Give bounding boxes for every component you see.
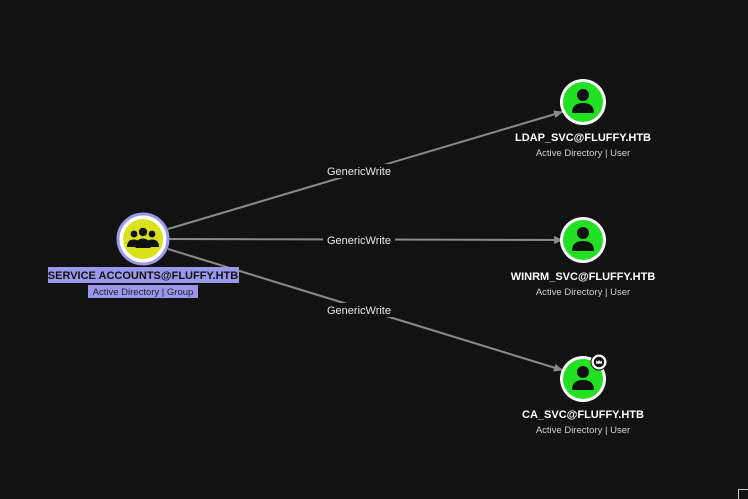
resize-handle[interactable]	[738, 489, 748, 499]
edge-label: GenericWrite	[327, 166, 391, 178]
crown-icon	[590, 353, 608, 371]
node-subtitle: Active Directory | User	[536, 148, 630, 159]
node-name: WINRM_SVC@FLUFFY.HTB	[511, 271, 656, 283]
edge-label: GenericWrite	[327, 305, 391, 317]
node-name: CA_SVC@FLUFFY.HTB	[522, 409, 644, 421]
users-group-icon	[127, 227, 159, 248]
node-subtitle-highlight	[88, 285, 198, 298]
node-subtitle: Active Directory | Group	[93, 287, 194, 298]
user-icon	[572, 89, 594, 113]
user-icon	[572, 227, 594, 251]
node-circle	[563, 82, 603, 122]
node-name: SERVICE ACCOUNTS@FLUFFY.HTB	[48, 270, 238, 282]
edge-generic-write-winrm[interactable]: GenericWrite	[167, 233, 563, 247]
node-ldap-svc-user[interactable]: LDAP_SVC@FLUFFY.HTB Active Directory | U…	[515, 79, 651, 159]
node-name: LDAP_SVC@FLUFFY.HTB	[515, 132, 651, 144]
edge-generic-write-ldap[interactable]: GenericWrite	[167, 110, 563, 230]
node-circle	[563, 220, 603, 260]
node-winrm-svc-user[interactable]: WINRM_SVC@FLUFFY.HTB Active Directory | …	[511, 217, 656, 298]
edge-label: GenericWrite	[327, 235, 391, 247]
node-ca-svc-user[interactable]: CA_SVC@FLUFFY.HTB Active Directory | Use…	[522, 353, 644, 436]
node-service-accounts-group[interactable]: SERVICE ACCOUNTS@FLUFFY.HTB Active Direc…	[48, 212, 239, 298]
user-icon	[572, 366, 594, 390]
node-subtitle: Active Directory | User	[536, 425, 630, 436]
node-subtitle: Active Directory | User	[536, 287, 630, 298]
node-label-highlight	[48, 267, 239, 283]
edges-layer: GenericWrite GenericWrite GenericWrite	[167, 110, 563, 372]
